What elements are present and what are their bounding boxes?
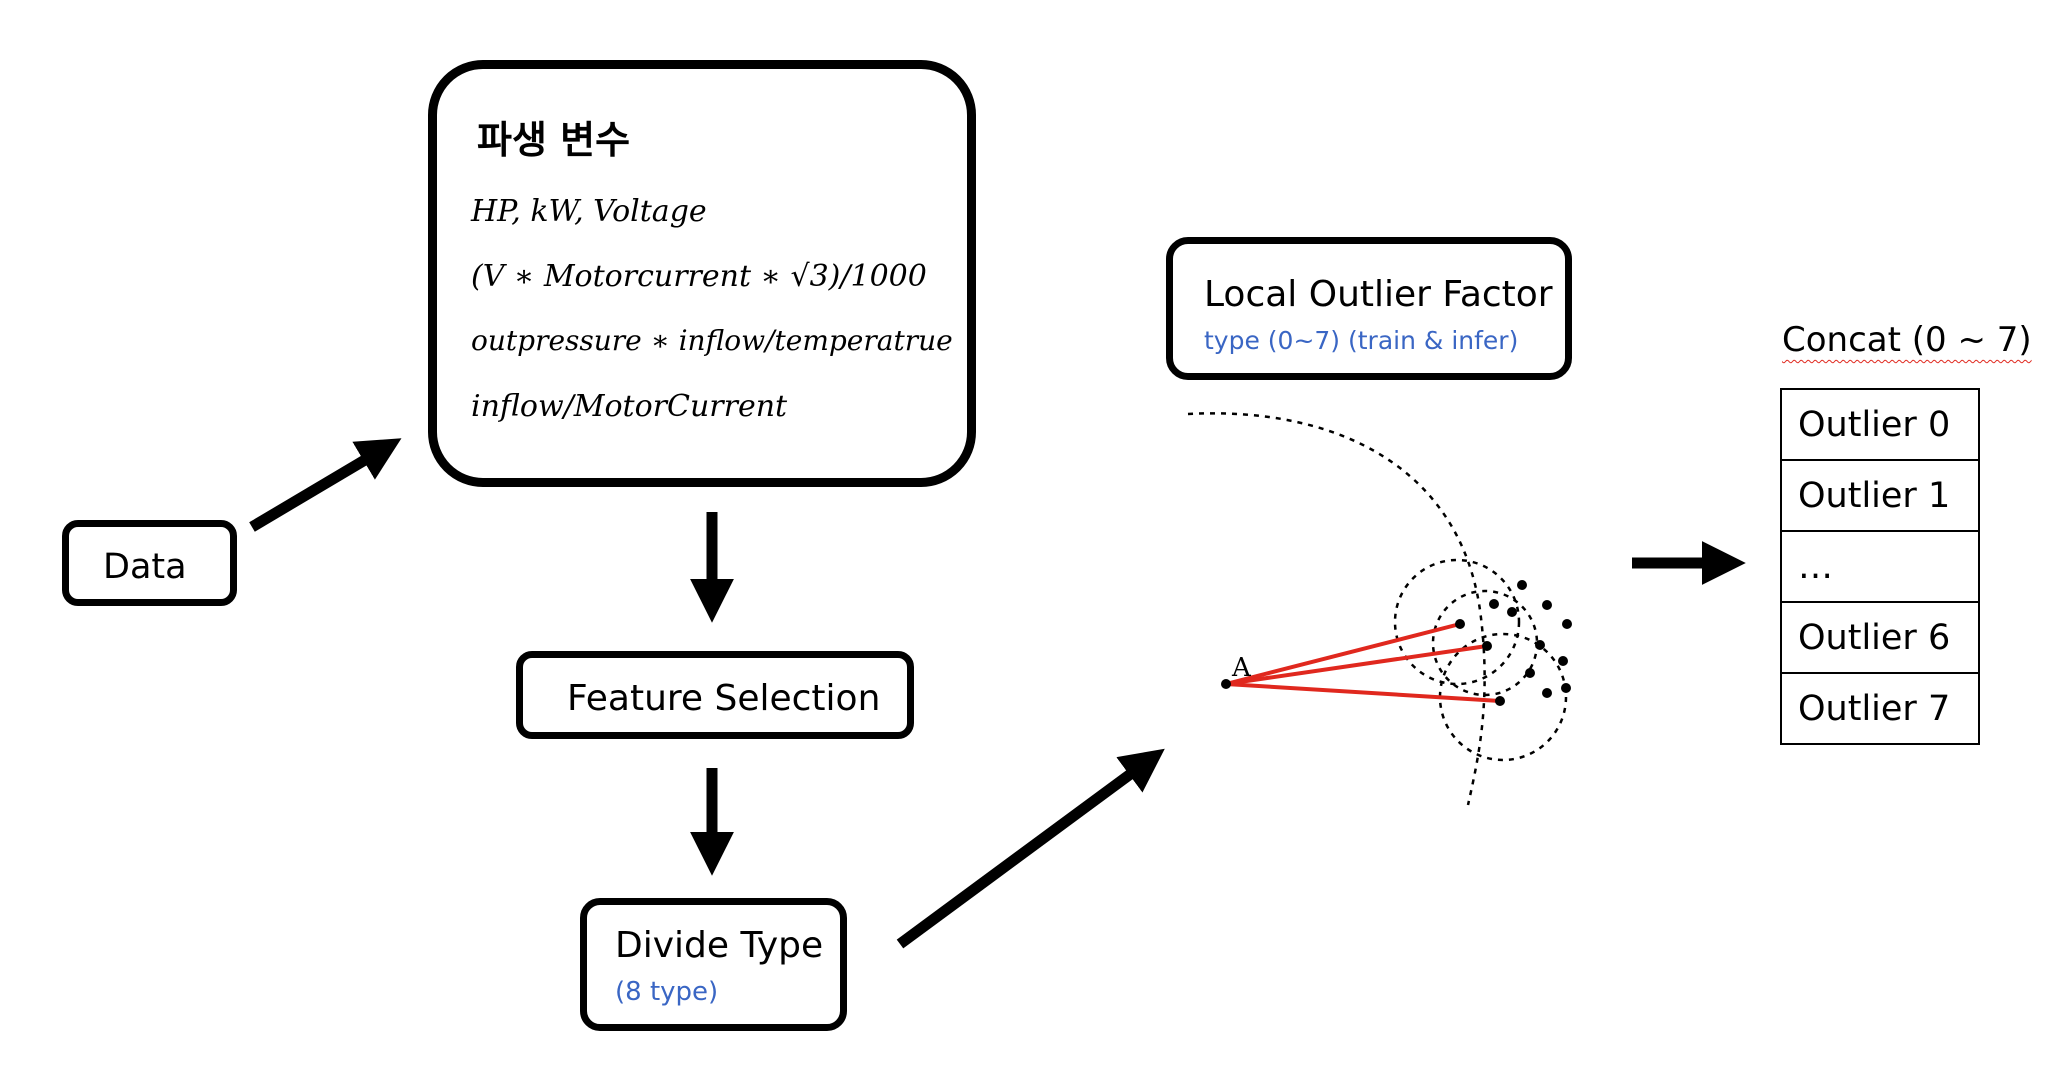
lof-illustration: A xyxy=(1187,412,1572,806)
concat-title: Concat (0 ~ 7) xyxy=(1782,320,2032,360)
lof-data-point xyxy=(1535,640,1545,650)
arrow-divide-type-to-lof xyxy=(896,748,1165,949)
divide-type-node: Divide Type (8 type) xyxy=(580,898,847,1031)
lof-point-a xyxy=(1221,679,1231,689)
lof-label: Local Outlier Factor xyxy=(1204,274,1553,315)
derived-formula: HP, kW, Voltage xyxy=(471,194,707,229)
lof-data-point xyxy=(1558,656,1568,666)
lof-distance-line xyxy=(1225,622,1461,686)
derived-formula: inflow/MotorCurrent xyxy=(471,389,788,424)
concat-cell: Outlier 7 xyxy=(1780,672,1980,745)
lof-neighborhood-circle xyxy=(1438,632,1568,762)
lof-sublabel: type (0~7) (train & infer) xyxy=(1204,326,1519,355)
feature-selection-label: Feature Selection xyxy=(567,678,881,719)
lof-data-point xyxy=(1561,683,1571,693)
data-node-label: Data xyxy=(103,547,187,587)
table-row: Outlier 0 xyxy=(1780,388,1980,461)
table-row: Outlier 1 xyxy=(1780,459,1980,532)
lof-data-point xyxy=(1495,696,1505,706)
derived-formula: (V ∗ Motorcurrent ∗ √3)/1000 xyxy=(471,259,927,294)
lof-data-point xyxy=(1542,600,1552,610)
table-row: … xyxy=(1780,530,1980,603)
lof-data-point xyxy=(1525,668,1535,678)
divide-type-label: Divide Type xyxy=(615,925,824,966)
lof-data-point xyxy=(1489,599,1499,609)
lof-reach-arc xyxy=(1187,412,1486,806)
divide-type-sublabel: (8 type) xyxy=(615,977,719,1007)
derived-formula: outpressure ∗ inflow/temperatrue xyxy=(471,324,953,357)
data-node: Data xyxy=(62,520,237,606)
concat-cell: Outlier 0 xyxy=(1780,388,1980,461)
table-row: Outlier 6 xyxy=(1780,601,1980,674)
lof-data-point xyxy=(1517,580,1527,590)
table-row: Outlier 7 xyxy=(1780,672,1980,745)
lof-data-point xyxy=(1455,619,1465,629)
derived-variables-node: 파생 변수 HP, kW, Voltage (V ∗ Motorcurrent … xyxy=(428,60,976,487)
lof-data-point xyxy=(1542,688,1552,698)
lof-data-point xyxy=(1562,619,1572,629)
derived-variables-title: 파생 변수 xyxy=(477,118,631,162)
lof-neighborhood-circle xyxy=(1393,558,1521,686)
lof-node: Local Outlier Factor type (0~7) (train &… xyxy=(1166,237,1572,380)
feature-selection-node: Feature Selection xyxy=(516,651,914,739)
concat-cell: Outlier 6 xyxy=(1780,601,1980,674)
lof-distance-line xyxy=(1225,644,1488,686)
lof-point-a-label: A xyxy=(1231,653,1252,683)
lof-data-point xyxy=(1482,641,1492,651)
arrow-data-to-derived xyxy=(249,438,402,532)
lof-data-point xyxy=(1507,607,1517,617)
concat-cell: Outlier 1 xyxy=(1780,459,1980,532)
lof-distance-line xyxy=(1225,682,1501,703)
concat-table: Outlier 0 Outlier 1 … Outlier 6 Outlier … xyxy=(1780,388,1980,745)
concat-cell: … xyxy=(1780,530,1980,603)
